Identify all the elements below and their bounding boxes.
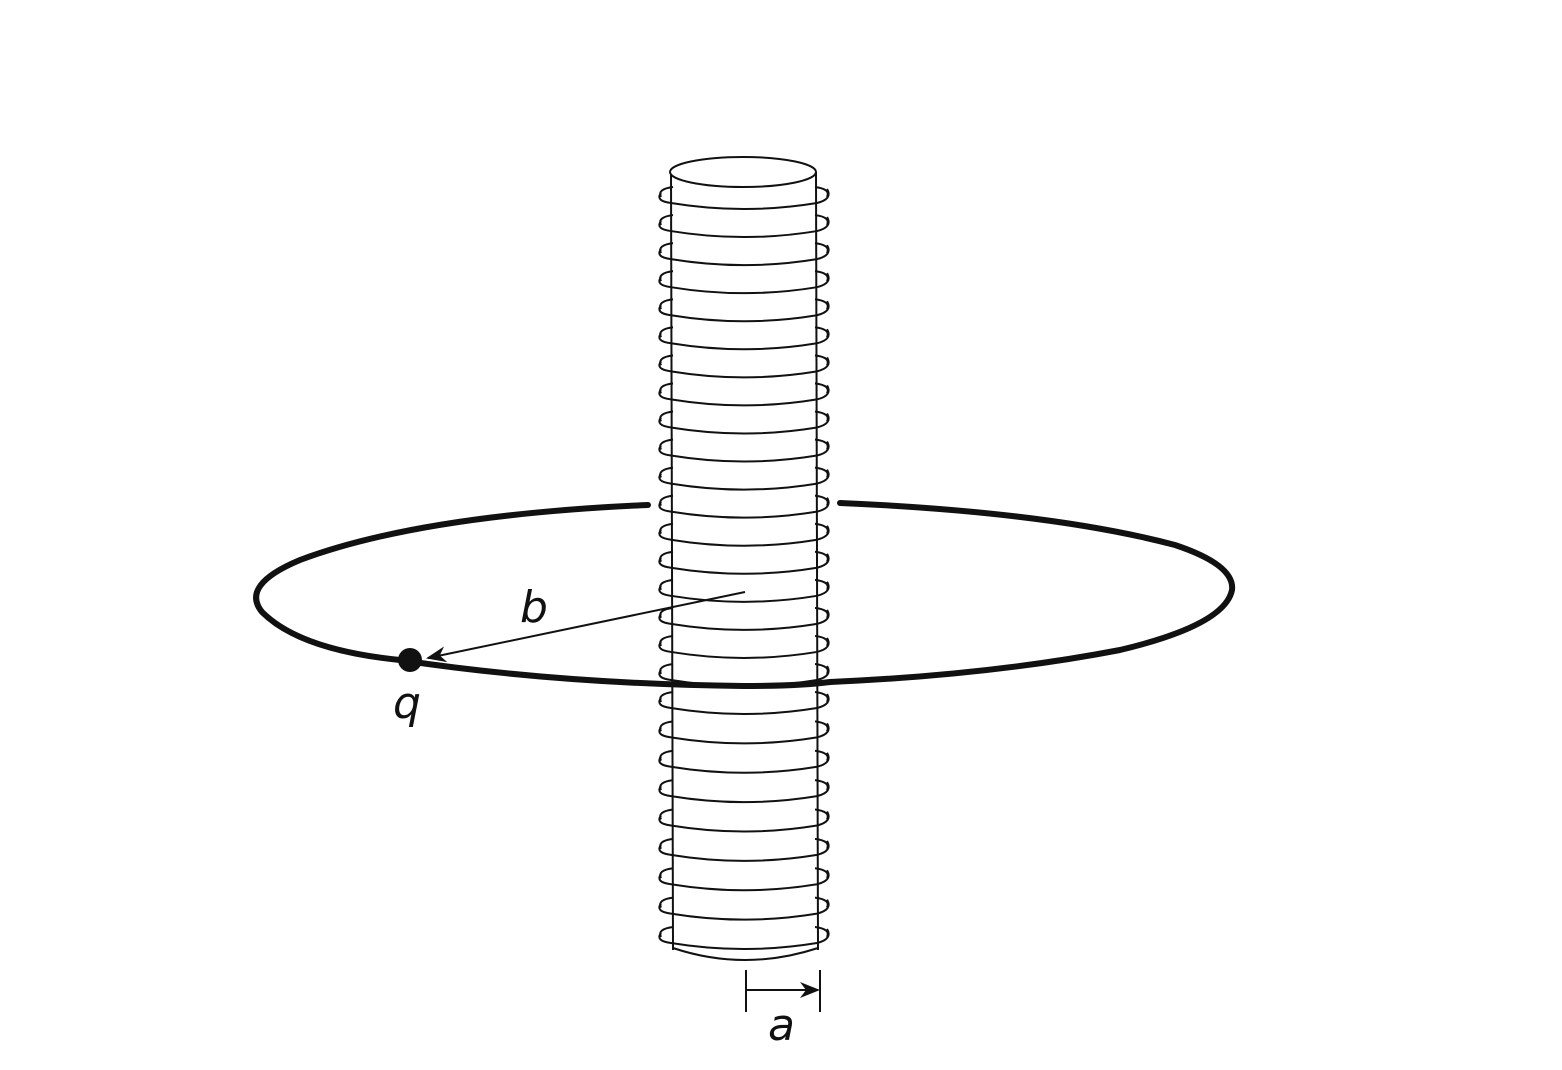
- solenoid-turn: [658, 525, 830, 547]
- charge-dot: [398, 648, 422, 672]
- solenoid-turn-side-left: [659, 466, 674, 479]
- solenoid-turn-side-left: [659, 522, 674, 535]
- solenoid-turn: [658, 553, 830, 575]
- solenoid-turn: [658, 188, 830, 210]
- solenoid-turn: [658, 722, 830, 745]
- solenoid-turn-side-right: [814, 270, 829, 282]
- solenoid-top-cap: [669, 156, 817, 188]
- label-b: b: [520, 582, 548, 633]
- solenoid-right-edge: [815, 171, 819, 951]
- solenoid-turn: [658, 810, 830, 833]
- solenoid-turn-side-right: [814, 691, 829, 703]
- solenoid-bottom-cap: [672, 947, 819, 961]
- solenoid-turn-side-left: [659, 837, 674, 850]
- solenoid-turn: [658, 216, 830, 239]
- solenoid-turn-side-left: [659, 634, 674, 647]
- solenoid-turn: [658, 441, 830, 463]
- solenoid-turn-side-right: [814, 326, 829, 338]
- solenoid-turn-side-right: [814, 186, 829, 198]
- solenoid-turn: [658, 244, 830, 267]
- solenoid-turn-side-left: [659, 779, 674, 791]
- solenoid-turn-side-right: [814, 578, 829, 591]
- solenoid-turn-side-left: [659, 186, 674, 198]
- solenoid-turn-side-right: [814, 550, 829, 563]
- solenoid-turn-side-right: [814, 466, 829, 479]
- solenoid-turn-side-right: [814, 749, 829, 762]
- solenoid-turn-side-right: [814, 634, 829, 647]
- solenoid-turn-side-right: [814, 242, 829, 254]
- solenoid-turn-side-left: [659, 867, 674, 879]
- solenoid-left-edge: [670, 171, 674, 951]
- solenoid-turn-side-right: [814, 382, 829, 394]
- radius-b-arrow: [426, 591, 746, 663]
- solenoid-turn-side-left: [659, 242, 674, 254]
- solenoid-turns: [658, 186, 830, 961]
- solenoid-turn-side-right: [814, 837, 829, 850]
- solenoid-turn: [658, 637, 830, 659]
- solenoid-turn-side-right: [814, 410, 829, 422]
- solenoid-turn-side-right: [814, 779, 829, 791]
- solenoid-turn-side-right: [814, 522, 829, 535]
- solenoid-turn-side-right: [814, 926, 829, 938]
- solenoid-turn: [658, 497, 830, 519]
- solenoid-turn: [658, 412, 830, 435]
- solenoid-turn: [658, 840, 830, 862]
- solenoid-turn: [658, 300, 830, 323]
- solenoid-turn-side-left: [659, 438, 674, 450]
- solenoid-turn-side-right: [814, 606, 829, 619]
- solenoid-turn: [658, 356, 830, 379]
- solenoid-turn-side-left: [659, 578, 674, 591]
- ring-back-arc-left: [253, 502, 651, 663]
- solenoid-turn-side-left: [659, 214, 674, 226]
- solenoid-turn-side-right: [814, 214, 829, 226]
- ring-back-arc-right: [827, 500, 1236, 685]
- solenoid-turn-side-left: [659, 270, 674, 282]
- solenoid-turn-side-right: [814, 720, 829, 732]
- solenoid-turn: [658, 752, 830, 774]
- solenoid-turn-side-left: [659, 354, 674, 366]
- solenoid-turn-side-left: [659, 326, 674, 338]
- solenoid-turn-side-right: [814, 494, 829, 507]
- solenoid-turn-side-left: [659, 410, 674, 422]
- solenoid-turn-side-right: [814, 298, 829, 310]
- solenoid-turn: [658, 384, 830, 407]
- solenoid-turn-side-left: [659, 494, 674, 507]
- solenoid-turn: [658, 581, 830, 603]
- solenoid-turn-side-left: [659, 691, 674, 703]
- solenoid-turn: [658, 928, 830, 950]
- solenoid-turn: [658, 899, 830, 921]
- solenoid-turn: [658, 869, 830, 892]
- solenoid-turn-side-left: [659, 663, 674, 675]
- solenoid-turn-side-left: [659, 896, 674, 909]
- solenoid-turn-side-left: [659, 720, 674, 732]
- solenoid-turn: [658, 469, 830, 491]
- solenoid-turn-side-right: [814, 896, 829, 909]
- solenoid-turn-side-left: [659, 298, 674, 310]
- solenoid-turn: [658, 781, 830, 804]
- solenoid-turn-side-left: [659, 926, 674, 938]
- solenoid: [658, 156, 830, 961]
- solenoid-turn-side-right: [814, 808, 829, 820]
- ring-front-arc: [397, 657, 833, 690]
- solenoid-turn-side-left: [659, 382, 674, 394]
- solenoid-turn-side-right: [814, 438, 829, 450]
- solenoid-turn: [658, 693, 830, 715]
- solenoid-turn: [658, 272, 830, 295]
- solenoid-turn-side-left: [659, 550, 674, 563]
- solenoid-turn-side-right: [814, 354, 829, 366]
- solenoid-turn: [658, 609, 830, 631]
- solenoid-body: [671, 172, 816, 952]
- solenoid-turn-side-left: [659, 749, 674, 762]
- solenoid-turn-side-right: [814, 867, 829, 879]
- solenoid-turn-side-right: [814, 663, 829, 675]
- solenoid-turn: [658, 328, 830, 351]
- label-a: a: [768, 1000, 795, 1051]
- label-q: q: [393, 678, 421, 729]
- radius-a-dimension: [745, 970, 821, 1012]
- solenoid-turn-side-left: [659, 808, 674, 820]
